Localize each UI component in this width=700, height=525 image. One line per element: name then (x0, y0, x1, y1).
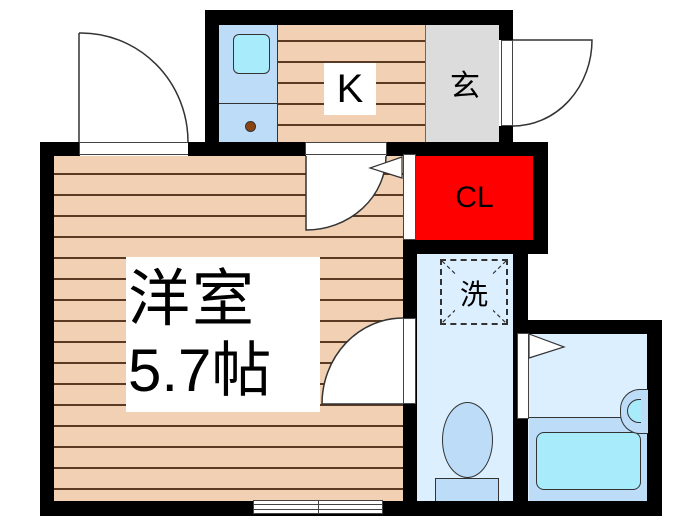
toilet-bowl-icon (442, 402, 493, 478)
washroom-label-overlay: 洗 (455, 275, 493, 311)
toilet-tank-icon (435, 478, 499, 501)
closet: CL (416, 156, 533, 240)
entrance-wall-right-lower (499, 126, 513, 146)
balcony-door-swing-icon (78, 32, 189, 143)
kitchen-label: K (336, 66, 364, 111)
bath-wall-right (647, 320, 662, 516)
entrance-wall-right-upper (499, 10, 513, 40)
entrance-label-box: 玄 (440, 60, 490, 105)
kitchen-wall-left (205, 10, 219, 150)
kitchen-label-box: K (324, 63, 376, 115)
closet-label: CL (455, 181, 494, 214)
bath-door-frame (517, 333, 529, 419)
sink-basin-icon (233, 34, 270, 74)
western-room-label-box: 洋室 5.7帖 (126, 257, 320, 412)
closet-door-frame (403, 154, 416, 240)
window-divider (318, 500, 319, 514)
room-wall-top-mid (188, 142, 306, 156)
western-room-name: 洋室 (128, 261, 257, 335)
kitchen-door-frame (305, 142, 387, 155)
closet-wall-right (533, 142, 548, 254)
washroom-label-text: 洗 (459, 278, 488, 311)
washroom-door-frame (403, 318, 416, 404)
bath-wall-top (513, 320, 662, 334)
kitchen-wall-top (205, 10, 513, 25)
counter-edge (277, 25, 278, 142)
sink-divider (219, 103, 278, 104)
entrance-door-frame (501, 40, 513, 126)
bathtub-icon (536, 432, 641, 490)
entrance-door-swing-icon (512, 39, 593, 127)
entrance-floor (425, 25, 499, 142)
western-room-size: 5.7帖 (128, 336, 272, 404)
room-wall-top-right (386, 142, 548, 156)
room-wall-left (40, 142, 54, 516)
entrance-label: 玄 (450, 68, 480, 104)
closet-wall-bottom (403, 240, 548, 254)
balcony-door-frame (79, 142, 189, 155)
stove-burner-icon (245, 121, 256, 132)
